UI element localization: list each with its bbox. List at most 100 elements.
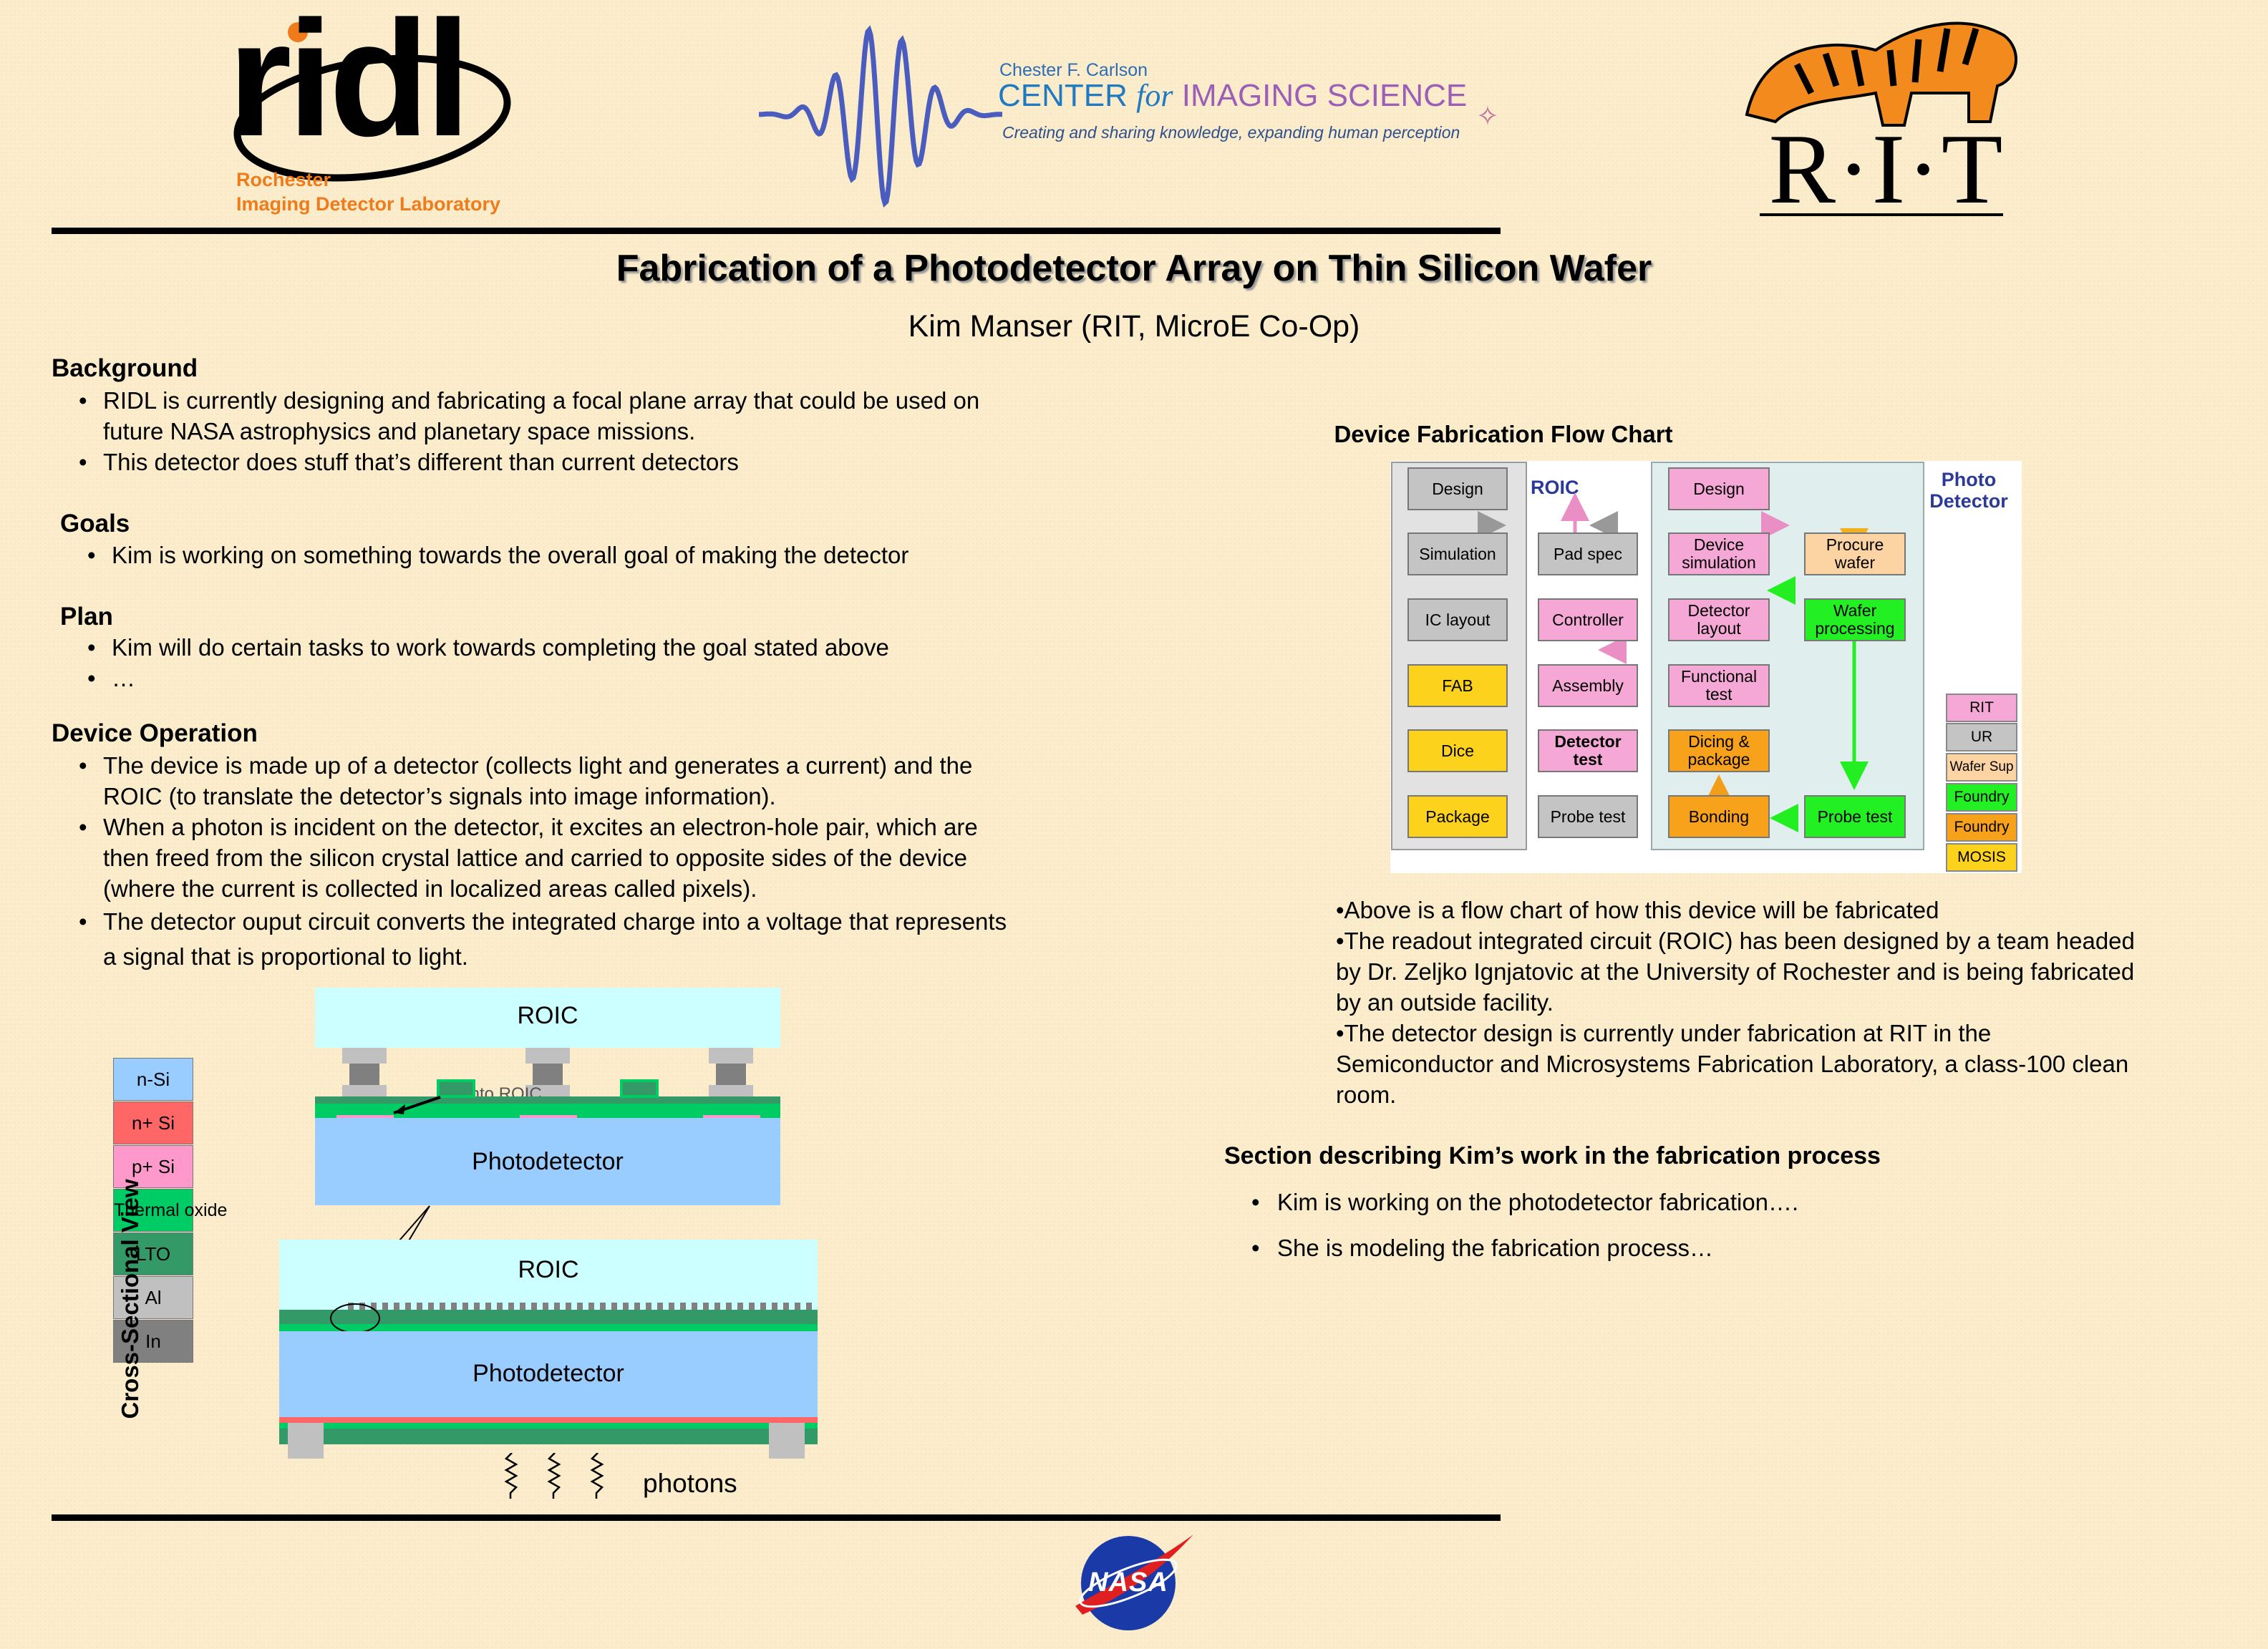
bump — [525, 1048, 570, 1064]
work-heading: Section describing Kim’s work in the fab… — [1224, 1142, 1881, 1169]
author-line: Kim Manser (RIT, MicroE Co-Op) — [908, 309, 1360, 344]
indium-bump — [680, 1303, 686, 1310]
indium-bump — [566, 1303, 571, 1310]
list-item: The device is made up of a detector (col… — [52, 750, 1025, 812]
oxide-layer — [315, 1104, 780, 1118]
goals-list: Kim is working on something towards the … — [60, 540, 1034, 570]
roic-label-top: ROIC — [517, 1002, 578, 1029]
flow-assembly: Assembly — [1538, 664, 1638, 707]
indium-bump — [703, 1303, 709, 1310]
flow-roic-dice: Dice — [1407, 729, 1508, 772]
ridl-mark: ridl — [228, 0, 471, 170]
indium-bump — [600, 1303, 606, 1310]
indium-bump — [371, 1303, 377, 1310]
indium-bump — [440, 1303, 445, 1310]
indium-bump — [348, 1303, 354, 1310]
list-item: … — [60, 663, 1034, 694]
list-item: Kim will do certain tasks to work toward… — [60, 632, 1034, 663]
cis-center: CENTER — [998, 78, 1128, 113]
flow-functional-test: Functional test — [1668, 664, 1770, 707]
list-item: She is modeling the fabrication process… — [1224, 1232, 2083, 1263]
list-item: When a photon is incident on the detecto… — [52, 812, 1025, 904]
indium-bump — [657, 1303, 663, 1310]
indium-bump — [772, 1303, 777, 1310]
al-pad — [437, 1079, 475, 1098]
al-contact — [288, 1423, 324, 1459]
layer-n-si: n-Si — [113, 1058, 193, 1101]
indium-bump — [783, 1303, 789, 1310]
indium-bump — [497, 1303, 503, 1310]
bump — [716, 1064, 746, 1085]
layer-lto: LTO — [113, 1232, 193, 1275]
top-rule — [52, 228, 1501, 234]
plan-list: Kim will do certain tasks to work toward… — [60, 632, 1034, 694]
cis-for: for — [1136, 78, 1173, 113]
indium-bump — [543, 1303, 548, 1310]
layer-al: Al — [113, 1276, 193, 1319]
ridl-logo — [229, 18, 515, 225]
bump — [342, 1048, 387, 1064]
al-pad — [620, 1079, 659, 1098]
indium-bump — [462, 1303, 468, 1310]
indium-bump — [394, 1303, 399, 1310]
legend-rit: RIT — [1946, 694, 2017, 722]
roic-block-bottom — [279, 1240, 818, 1310]
oxide-layer — [279, 1324, 818, 1331]
legend-foundry-green: Foundry — [1946, 783, 2017, 812]
rit-underline — [1760, 213, 2003, 216]
bottom-rule — [52, 1514, 1501, 1521]
indium-bump — [760, 1303, 766, 1310]
photodetector-block-top — [315, 1118, 780, 1205]
nasa-meatball-icon — [1075, 1534, 1193, 1630]
indium-bump — [428, 1303, 434, 1310]
cis-imaging: IMAGING SCIENCE — [1181, 78, 1468, 113]
indium-bump — [737, 1303, 743, 1310]
flowchart-title: Device Fabrication Flow Chart — [1334, 421, 1673, 447]
indium-bump — [806, 1303, 812, 1310]
rit-logo: R·I·T — [1768, 114, 2005, 225]
indium-bump — [508, 1303, 514, 1310]
flow-controller: Controller — [1538, 598, 1638, 641]
indium-bump — [451, 1303, 457, 1310]
cis-name: CENTER for IMAGING SCIENCE — [998, 77, 1467, 114]
list-item: This detector does stuff that’s differen… — [52, 447, 1025, 477]
flow-roic-fab: FAB — [1407, 664, 1508, 707]
bump — [349, 1064, 379, 1085]
indium-bump — [726, 1303, 732, 1310]
roic-block-top — [315, 988, 780, 1048]
list-item: Kim is working on the photodetector fabr… — [1224, 1187, 2083, 1217]
roic-label-bottom: ROIC — [518, 1256, 579, 1283]
indium-bump — [577, 1303, 583, 1310]
flow-bonding: Bonding — [1668, 795, 1770, 838]
indium-bump — [611, 1303, 617, 1310]
flow-roic-simulation: Simulation — [1407, 532, 1508, 575]
background-heading: Background — [52, 354, 198, 382]
oxide-layer — [315, 1096, 780, 1104]
flow-procure-wafer: Procure wafer — [1804, 532, 1906, 575]
indium-bump — [417, 1303, 422, 1310]
indium-bump — [588, 1303, 594, 1310]
flowchart-note-2: •The readout integrated circuit (ROIC) h… — [1336, 928, 2135, 1016]
indium-bump — [554, 1303, 560, 1310]
nasa-text: NASA — [1088, 1567, 1168, 1597]
wave-icon — [759, 25, 1002, 208]
operation-list: The device is made up of a detector (col… — [52, 750, 1025, 974]
ridl-logo-icon — [233, 22, 511, 182]
indium-bump — [405, 1303, 411, 1310]
legend-foundry-orange: Foundry — [1946, 813, 2017, 842]
tiger-icon — [1745, 21, 2017, 127]
photons-label: photons — [643, 1469, 737, 1498]
legend-mosis: MOSIS — [1946, 843, 2017, 872]
list-item: Kim is working on something towards the … — [60, 540, 1034, 570]
flow-dicing-package: Dicing & package — [1668, 729, 1770, 772]
layer-in: In — [113, 1320, 193, 1363]
indium-bump — [749, 1303, 755, 1310]
flow-pad-spec: Pad spec — [1538, 532, 1638, 575]
flow-device-simulation: Device simulation — [1668, 532, 1770, 575]
flow-detector-layout: Detector layout — [1668, 598, 1770, 641]
oxide-layer — [279, 1429, 818, 1444]
cis-tagline: Creating and sharing knowledge, expandin… — [1002, 123, 1460, 142]
layer-thermal-oxide: Thermal oxide — [113, 1189, 227, 1232]
zoom-circle-icon — [330, 1303, 380, 1331]
indium-bump — [359, 1303, 365, 1310]
